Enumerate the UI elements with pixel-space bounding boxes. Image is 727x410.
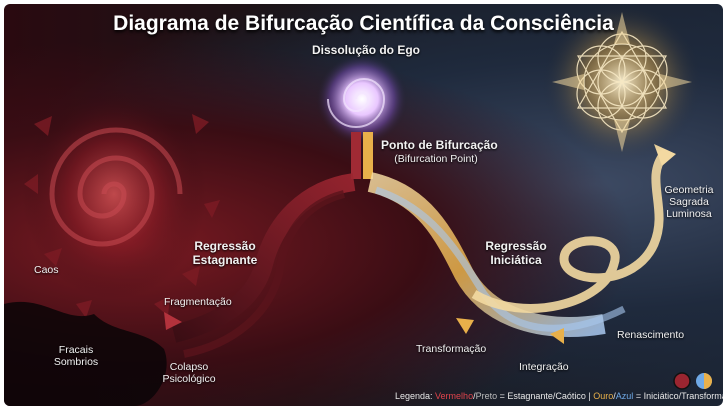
node-dark-fractals: Fracais Sombrios [46, 344, 106, 368]
legend-prefix: Legenda: [395, 391, 436, 401]
node-rebirth: Renascimento [617, 329, 685, 341]
ego-vortex [316, 53, 408, 145]
legend-mid-1: = Estagnante/Caótico | [497, 391, 594, 401]
left-branch-line2: Estagnante [192, 252, 258, 267]
sacred-geometry-line3: Luminosa [666, 208, 712, 221]
legend-blue: Azul [615, 391, 634, 401]
legend-slash-2: / [613, 391, 616, 401]
node-integration: Integração [519, 361, 569, 373]
node-transformation: Transformação [416, 343, 487, 355]
legend-red-black-swatch [673, 372, 691, 390]
left-branch-path-dark [183, 190, 346, 358]
legend-black: Preto [475, 391, 498, 401]
rebirth-spiral [471, 151, 668, 313]
dark-fractals-line2: Sombrios [53, 356, 99, 369]
left-branch-path [171, 173, 356, 343]
transformation-arrow [456, 318, 474, 334]
legend-mid-2: = Iniciático/Transformativo [635, 391, 723, 401]
node-chaos: Caos [34, 264, 59, 276]
diagram-graphics [4, 4, 712, 406]
legend-gold-half [704, 373, 712, 389]
vortex-spiral [327, 78, 386, 128]
chaos-vortex [22, 89, 206, 299]
sacred-geometry-line1: Geometria [664, 184, 714, 196]
shard-group [24, 114, 220, 318]
integration-arrow [550, 328, 564, 344]
node-left-branch: Regressão Estagnante [180, 239, 270, 268]
dark-fractals-line1: Fracais [58, 344, 94, 356]
node-bifurcation-point: Ponto de Bifurcação (Bifurcation Point) [381, 138, 498, 165]
dark-fractal [4, 301, 167, 406]
legend-slash-1: / [473, 391, 476, 401]
fragmentation-arrow [164, 312, 182, 330]
right-branch-path-blue [374, 186, 626, 332]
node-right-branch: Regressão Iniciática [476, 239, 556, 268]
node-psychological-collapse: Colapso Psicológico [154, 361, 224, 385]
legend: Legenda: Vermelho/Preto = Estagnante/Caó… [395, 391, 723, 401]
chaos-spiral [49, 127, 183, 247]
legend-gold: Ouro [593, 391, 614, 401]
bifurcation-title: Ponto de Bifurcação [381, 138, 498, 152]
node-fragmentation: Fragmentação [164, 296, 232, 308]
psych-collapse-line2: Psicológico [162, 373, 216, 386]
psych-collapse-line1: Colapso [169, 361, 209, 373]
diagram-canvas: Diagrama de Bifurcação Científica da Con… [4, 4, 723, 406]
node-sacred-geometry: Geometria Sagrada Luminosa [659, 184, 719, 220]
diagram-title: Diagrama de Bifurcação Científica da Con… [113, 12, 614, 35]
right-branch-line2: Iniciática [490, 252, 542, 267]
bifurcation-subtitle: (Bifurcation Point) [394, 152, 478, 165]
left-branch-line1: Regressão [194, 239, 256, 253]
sacred-geometry-line2: Sagrada [669, 196, 709, 209]
legend-red: Vermelho [435, 391, 474, 401]
mandala-petals [552, 12, 692, 152]
right-branch-line1: Regressão [485, 239, 547, 253]
node-ego-dissolution: Dissolução do Ego [312, 43, 421, 57]
